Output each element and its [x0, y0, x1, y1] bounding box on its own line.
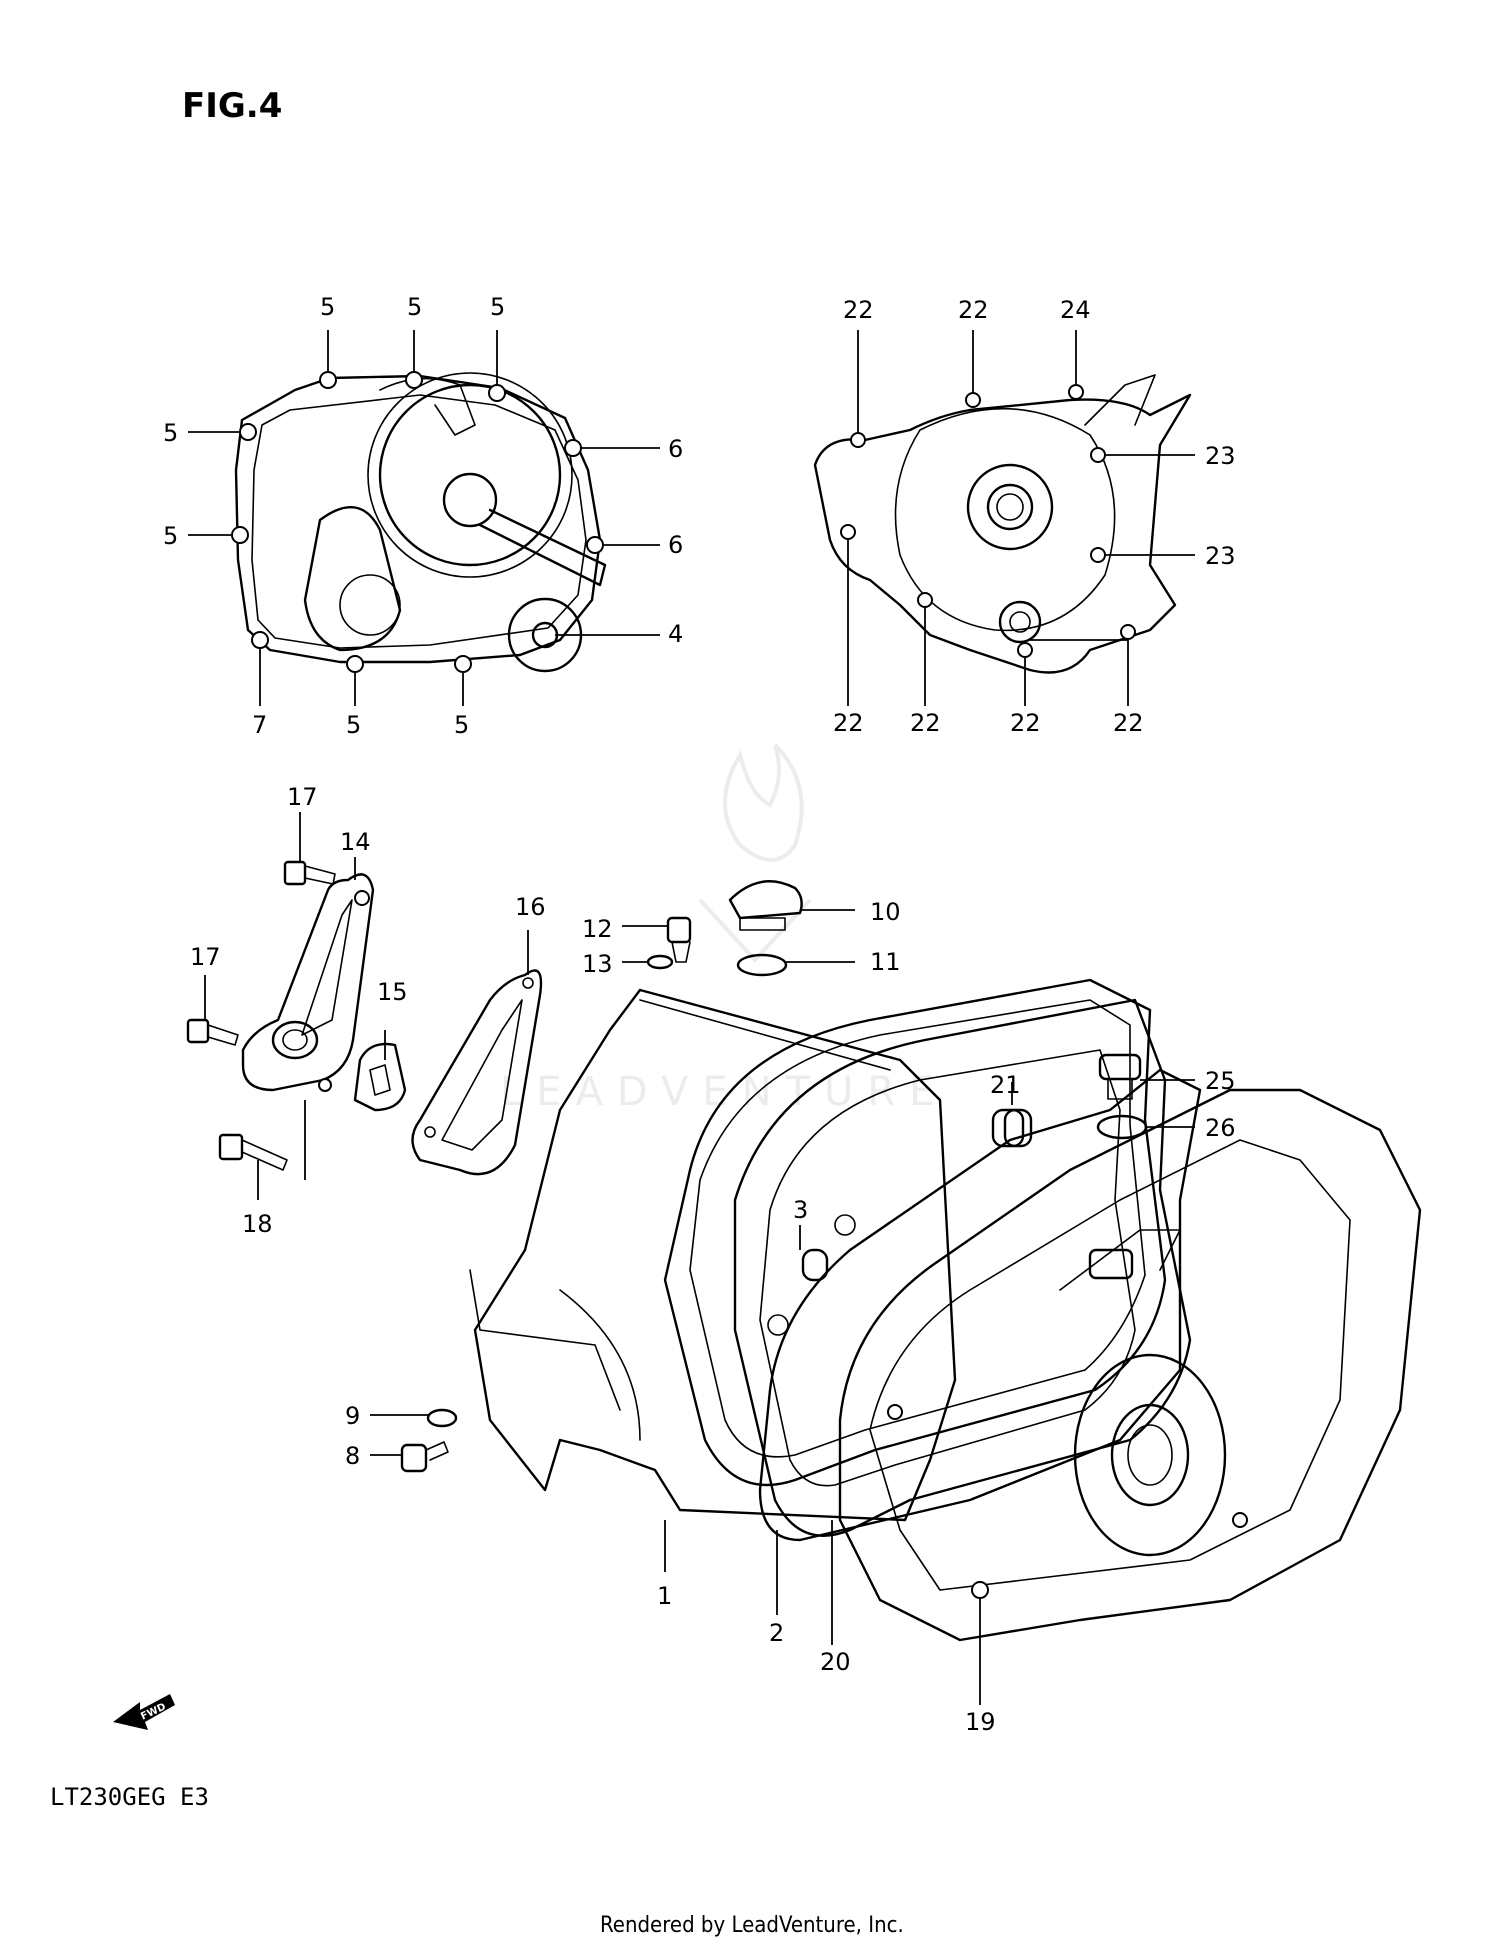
callout-11: 11 — [870, 948, 901, 976]
footer-credit: Rendered by LeadVenture, Inc. — [600, 1913, 904, 1938]
callout-22: 22 — [958, 296, 989, 324]
callout-labels: 5 5 5 5 5 5 5 6 6 4 7 22 22 24 23 23 22 … — [163, 293, 1236, 1736]
callout-21: 21 — [990, 1071, 1021, 1099]
callout-4: 4 — [668, 620, 683, 648]
bolt-18 — [218, 1133, 288, 1171]
crankcase-leaders — [370, 909, 1195, 1705]
callout-15: 15 — [377, 978, 408, 1006]
callout-10: 10 — [870, 898, 901, 926]
bolt-8 — [400, 1441, 449, 1473]
washer-26 — [1096, 1114, 1148, 1140]
callout-6: 6 — [668, 531, 683, 559]
gasket-2 — [663, 978, 1167, 1487]
model-code: LT230GEG E3 — [50, 1783, 209, 1811]
plug-25 — [1098, 1053, 1142, 1100]
crankcase-right — [733, 998, 1192, 1537]
callout-22: 22 — [843, 296, 874, 324]
callout-13: 13 — [582, 950, 613, 978]
callout-17: 17 — [287, 783, 318, 811]
callout-5: 5 — [454, 711, 469, 739]
washer-13 — [646, 954, 674, 970]
callout-5: 5 — [346, 711, 361, 739]
clutch-cover — [231, 371, 607, 673]
leadventure-watermark: LEADVENTURE — [500, 743, 934, 1115]
callout-24: 24 — [1060, 296, 1091, 324]
callout-5: 5 — [163, 522, 178, 550]
bolt-17-left — [186, 1018, 239, 1046]
callout-3: 3 — [793, 1196, 808, 1224]
callout-22: 22 — [833, 709, 864, 737]
bracket-14 — [241, 873, 375, 1092]
callout-22: 22 — [1010, 709, 1041, 737]
callout-18: 18 — [242, 1210, 273, 1238]
callout-1: 1 — [657, 1582, 672, 1610]
callout-5: 5 — [490, 293, 505, 321]
o-ring-11 — [736, 953, 788, 977]
callout-2: 2 — [769, 1619, 784, 1647]
callout-23: 23 — [1205, 442, 1236, 470]
callout-16: 16 — [515, 893, 546, 921]
figure-title: FIG.4 — [182, 86, 282, 126]
washer-9 — [426, 1408, 458, 1428]
callout-23: 23 — [1205, 542, 1236, 570]
callout-14: 14 — [340, 828, 371, 856]
clutch-cover-19 — [838, 1088, 1422, 1642]
callout-19: 19 — [965, 1708, 996, 1736]
callout-8: 8 — [345, 1442, 360, 1470]
magneto-cover — [813, 374, 1192, 674]
fwd-arrow-icon: FWD — [113, 1694, 175, 1730]
small-part-leaders — [204, 812, 529, 1200]
bolt-12 — [666, 916, 692, 963]
callout-25: 25 — [1205, 1067, 1236, 1095]
callout-5: 5 — [320, 293, 335, 321]
gasket-16 — [411, 969, 543, 1176]
callout-9: 9 — [345, 1402, 360, 1430]
callout-20: 20 — [820, 1648, 851, 1676]
callout-5: 5 — [163, 419, 178, 447]
magneto-cover-leaders — [847, 330, 1195, 706]
callout-6: 6 — [668, 435, 683, 463]
callout-7: 7 — [252, 711, 267, 739]
clutch-cover-leaders — [188, 330, 660, 706]
callout-12: 12 — [582, 915, 613, 943]
bearing-15 — [353, 1042, 407, 1112]
dowel-21 — [991, 1108, 1025, 1148]
bolt-17-top — [283, 860, 336, 886]
crankcase-left — [469, 988, 957, 1522]
callout-5: 5 — [407, 293, 422, 321]
callout-22: 22 — [1113, 709, 1144, 737]
callout-17: 17 — [190, 943, 221, 971]
callout-22: 22 — [910, 709, 941, 737]
callout-26: 26 — [1205, 1114, 1236, 1142]
